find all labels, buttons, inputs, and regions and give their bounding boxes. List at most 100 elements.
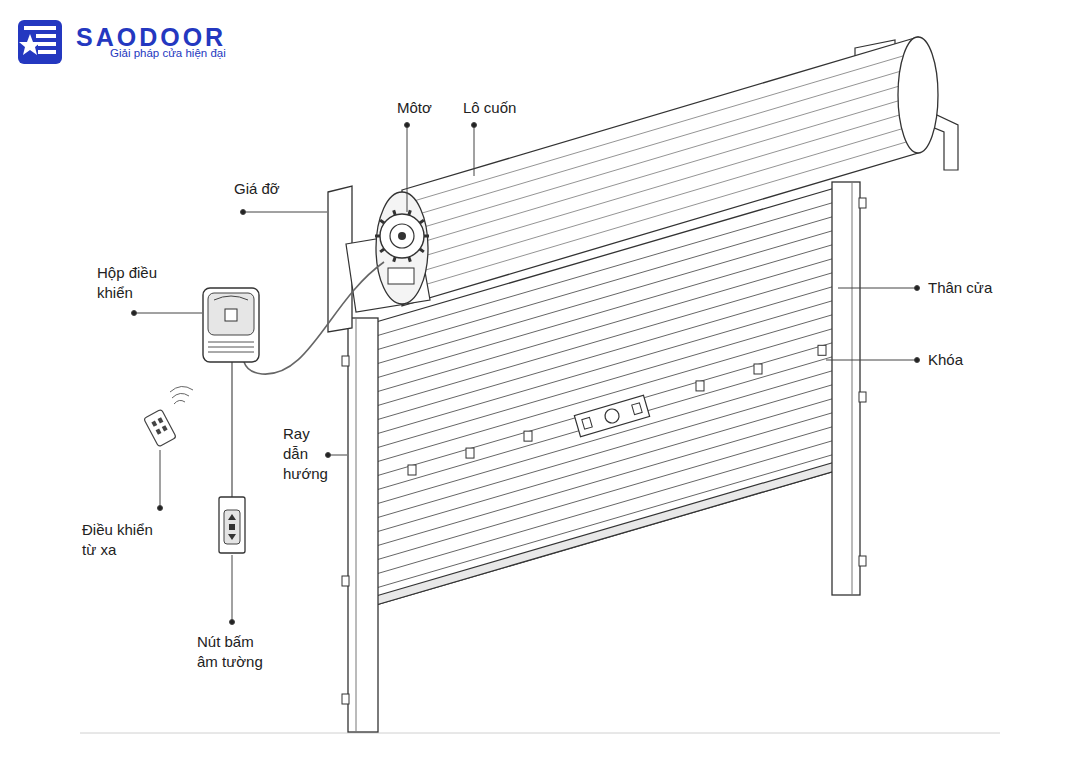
button-wire bbox=[231, 362, 232, 497]
door-slat bbox=[376, 454, 835, 588]
roller-drum bbox=[402, 37, 938, 306]
control-box bbox=[203, 288, 259, 362]
door-slat bbox=[376, 328, 835, 462]
slat-clip bbox=[466, 448, 474, 458]
drum-ridge bbox=[402, 66, 918, 219]
logo-stripe bbox=[36, 34, 56, 38]
logo-stripe bbox=[24, 26, 56, 30]
button-plate bbox=[219, 497, 245, 553]
door-slat bbox=[376, 398, 835, 532]
leader-line bbox=[407, 125, 408, 212]
leader-dot bbox=[230, 620, 235, 625]
rail-edge bbox=[356, 318, 357, 732]
leader-dot bbox=[405, 123, 410, 128]
remote-control bbox=[144, 386, 193, 446]
part-label: Lô cuốn bbox=[463, 98, 516, 118]
leader-dot bbox=[326, 453, 331, 458]
motor-box bbox=[388, 268, 414, 284]
rail bbox=[832, 182, 860, 595]
rail-tab bbox=[859, 556, 866, 566]
rail bbox=[348, 318, 378, 732]
gear-tooth bbox=[394, 210, 396, 215]
remote-key bbox=[156, 428, 162, 434]
gear-tooth bbox=[409, 257, 411, 262]
logo-star bbox=[19, 34, 41, 55]
lock-tab bbox=[582, 417, 592, 429]
bracket-left bbox=[328, 186, 430, 332]
button-down bbox=[228, 534, 236, 540]
logo-icon bbox=[18, 20, 62, 64]
gear-tooth bbox=[380, 249, 384, 252]
signal-wave bbox=[172, 393, 189, 398]
slat-clip bbox=[408, 465, 416, 475]
gear-tooth bbox=[380, 220, 384, 223]
gear-tooth bbox=[375, 235, 380, 238]
part-label: Môtơ bbox=[397, 98, 432, 118]
leader-lines bbox=[132, 123, 920, 625]
part-label: Điều khiển từ xa bbox=[82, 520, 160, 560]
remote-key bbox=[162, 425, 168, 431]
leader-dot bbox=[915, 286, 920, 291]
lock-plate bbox=[574, 395, 649, 436]
door-slat bbox=[376, 412, 835, 546]
signal-wave bbox=[174, 400, 185, 404]
box-button bbox=[225, 309, 237, 321]
motor-hub bbox=[390, 224, 414, 248]
box-vent bbox=[208, 342, 254, 343]
box-case bbox=[203, 288, 259, 362]
part-label: Ray dẫn hướng bbox=[283, 424, 335, 484]
door-slat bbox=[376, 426, 835, 560]
rail-tab bbox=[342, 356, 349, 366]
guide-rail-right bbox=[832, 182, 866, 595]
logo-square bbox=[18, 20, 62, 64]
slat-clip bbox=[754, 364, 762, 374]
motor-housing bbox=[376, 192, 428, 304]
gear-tooth bbox=[409, 210, 411, 215]
signal-wave bbox=[170, 386, 193, 392]
gear-tooth bbox=[424, 235, 429, 238]
leader-line bbox=[826, 360, 917, 361]
door-slat bbox=[376, 356, 835, 490]
button-up bbox=[228, 514, 236, 520]
drum-ridges bbox=[402, 52, 918, 292]
gear-tooth bbox=[420, 220, 424, 223]
wall-button bbox=[219, 497, 245, 553]
drum-ridge bbox=[402, 124, 918, 277]
gear-teeth bbox=[375, 210, 429, 261]
door-slat bbox=[376, 286, 835, 420]
drum-ridge bbox=[402, 110, 918, 263]
drum-ridge bbox=[402, 52, 918, 205]
slat-clips bbox=[408, 345, 826, 475]
part-label: Nút bấm âm tường bbox=[197, 632, 273, 672]
lock-cylinder bbox=[603, 407, 620, 424]
leader-line bbox=[838, 288, 917, 289]
rail-tab bbox=[342, 694, 349, 704]
drum-end bbox=[898, 37, 938, 153]
box-face bbox=[208, 293, 254, 335]
motor bbox=[375, 192, 429, 304]
logo-stripe bbox=[38, 50, 56, 54]
leader-line bbox=[134, 313, 202, 314]
leader-dot bbox=[915, 358, 920, 363]
box-vent bbox=[208, 347, 254, 348]
remote-body bbox=[144, 409, 177, 447]
leader-dot bbox=[158, 506, 163, 511]
motor-gear bbox=[380, 214, 424, 258]
part-label: Thân cửa bbox=[928, 278, 992, 298]
rail-tab bbox=[859, 198, 866, 208]
drum-ridge bbox=[402, 139, 918, 292]
brand-tagline: Giải pháp cửa hiện đại bbox=[110, 46, 226, 60]
rail-edge bbox=[852, 182, 853, 595]
guide-rail-left bbox=[342, 318, 378, 732]
rail-tab bbox=[859, 392, 866, 402]
leader-dot bbox=[132, 311, 137, 316]
button-stop bbox=[229, 524, 235, 530]
slat-clip bbox=[524, 431, 532, 441]
leader-line bbox=[232, 555, 233, 622]
door-slat bbox=[376, 440, 835, 574]
part-label: Giá đỡ bbox=[234, 179, 280, 199]
door-slat bbox=[376, 384, 835, 518]
motor-axle bbox=[398, 232, 406, 240]
